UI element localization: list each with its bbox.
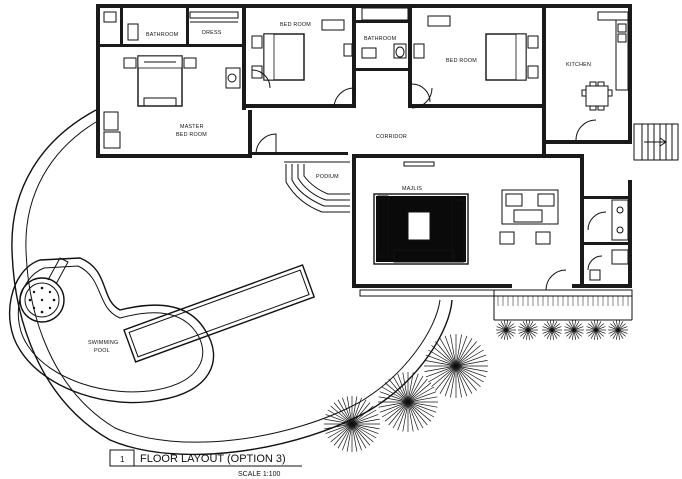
shrub-2 (518, 320, 538, 340)
majlis-furniture (373, 161, 559, 265)
pool-label-line1: SWIMMING (88, 340, 118, 346)
bedroom-2-furniture (411, 15, 539, 103)
label-bedroom-1: BED ROOM (280, 22, 311, 28)
pool-label-line2: POOL (94, 348, 110, 354)
drawing-number: 1 (120, 455, 125, 464)
entrance-steps (633, 123, 679, 161)
front-terrace (359, 289, 633, 321)
pool-deck (11, 109, 453, 456)
podium-steps (284, 161, 350, 213)
label-majlis: MAJLIS (402, 186, 422, 192)
label-corridor: CORRIDOR (376, 134, 407, 140)
label-kitchen: KITCHEN (566, 62, 591, 68)
exterior-walls (96, 4, 632, 288)
label-dress: DRESS (202, 30, 222, 36)
palm-tree-2 (378, 372, 438, 432)
swimming-pool: SWIMMING POOL (8, 257, 316, 404)
kitchen-fixtures (575, 11, 629, 141)
shrub-5 (586, 320, 606, 340)
palm-tree-3 (424, 334, 488, 398)
palm-tree-1 (324, 396, 380, 452)
interior-walls (96, 8, 632, 284)
label-master-line2: BED ROOM (176, 132, 207, 138)
door-swings (255, 87, 607, 291)
shrub-3 (542, 320, 562, 340)
drawing-title: FLOOR LAYOUT (OPTION 3) (140, 453, 286, 465)
master-bedroom-furniture (103, 11, 241, 149)
label-bathroom-2: BATHROOM (364, 36, 397, 42)
shrub-row (496, 320, 628, 340)
label-master-line1: MASTER (180, 124, 204, 130)
bathroom-2-fixtures (361, 7, 409, 59)
shrub-4 (564, 320, 584, 340)
label-bathroom-1: BATHROOM (146, 32, 179, 38)
title-block: 1 FLOOR LAYOUT (OPTION 3) SCALE 1:100 (109, 449, 302, 478)
label-podium: PODIUM (316, 174, 339, 180)
drawing-scale: SCALE 1:100 (238, 471, 281, 478)
label-bedroom-2: BED ROOM (446, 58, 477, 64)
bedroom-1-furniture (251, 19, 353, 89)
shrub-1 (496, 320, 516, 340)
utility-fixtures (589, 199, 629, 281)
shrub-6 (608, 320, 628, 340)
palm-trees (324, 334, 488, 452)
room-labels: BATHROOM DRESS BED ROOM BATHROOM BED ROO… (146, 22, 591, 192)
